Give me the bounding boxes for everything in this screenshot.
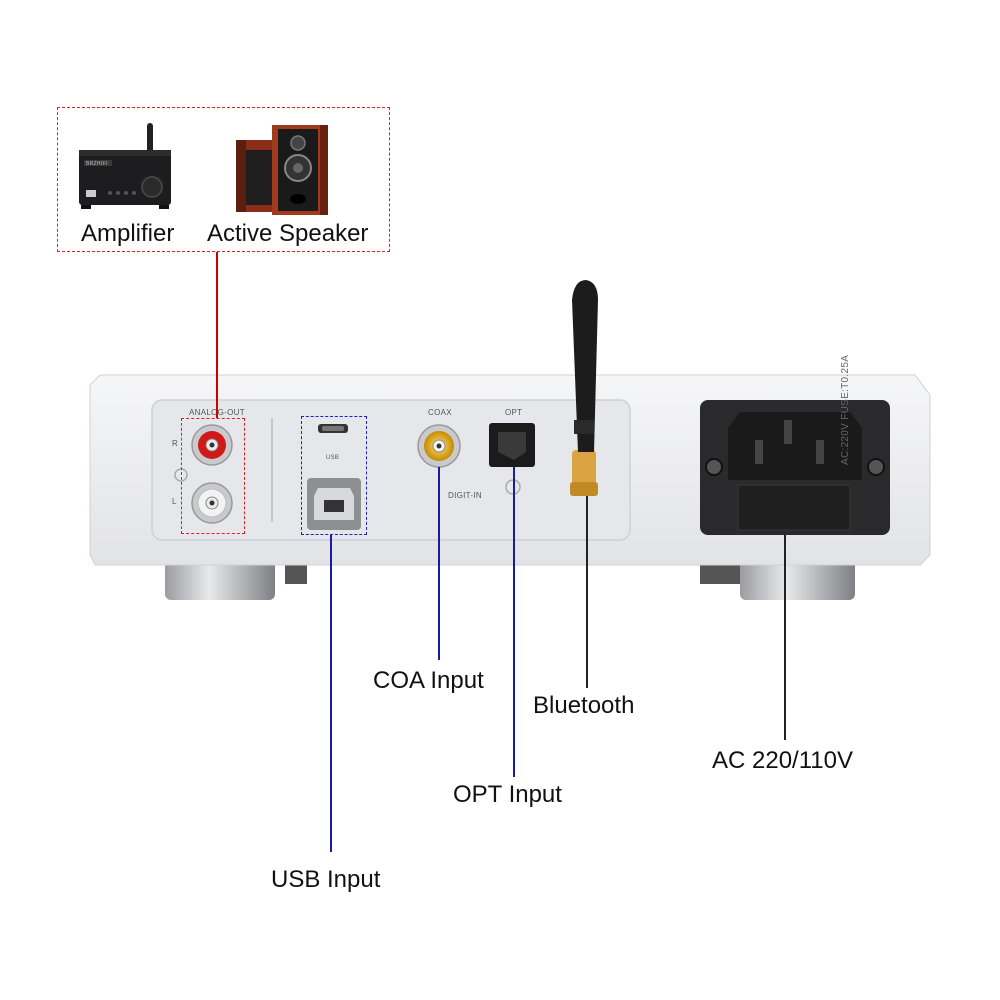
bluetooth-label: Bluetooth [533, 692, 635, 719]
analog-out-leader-line [216, 252, 218, 418]
opt-input-label: OPT Input [453, 781, 562, 808]
coa-input-label: COA Input [373, 667, 484, 694]
l-channel-text: L [172, 497, 177, 506]
opt-leader-line [513, 467, 515, 777]
analog-out-highlight [181, 418, 245, 534]
r-channel-text: R [172, 439, 179, 448]
active-speaker-label: Active Speaker [207, 220, 369, 247]
digit-in-text: DIGIT-IN [448, 491, 482, 500]
usb-leader-line [330, 535, 332, 852]
ac-leader-line [784, 535, 786, 740]
amplifier-label: Amplifier [81, 220, 175, 247]
amplifier-brand-text: BRZHIFI [86, 161, 108, 167]
usb-input-label: USB Input [271, 866, 381, 893]
output-devices-box [57, 107, 390, 252]
power-spec-text: AC:220V FUSE:T0.25A [840, 354, 851, 465]
coax-panel-text: COAX [428, 408, 452, 417]
usb-panel-text: USB [326, 455, 340, 461]
usb-highlight [301, 416, 367, 535]
coa-leader-line [438, 467, 440, 660]
ac-power-label: AC 220/110V [712, 747, 853, 774]
bluetooth-leader-line [586, 496, 588, 688]
opt-panel-text: OPT [505, 408, 523, 417]
